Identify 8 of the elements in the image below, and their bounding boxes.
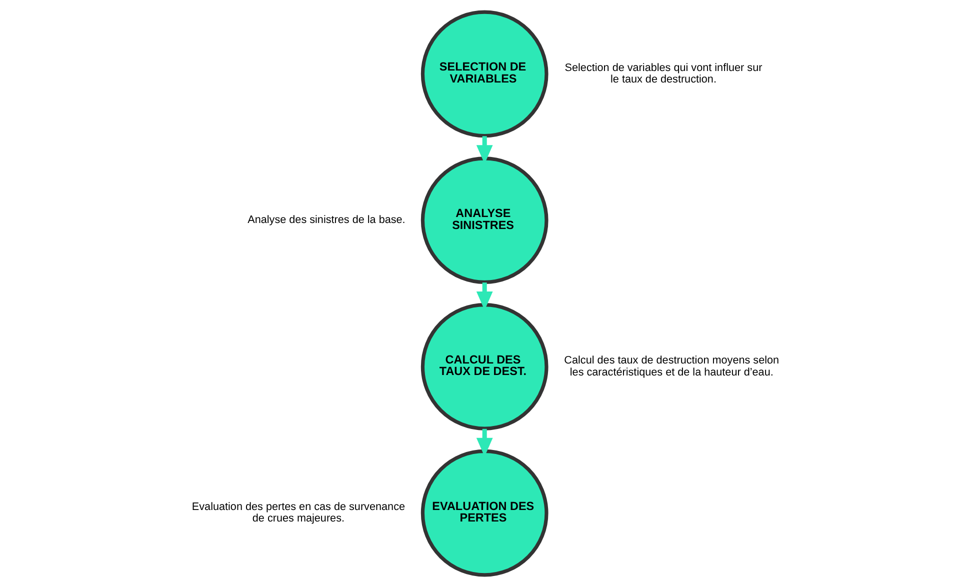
- node-circle: EVALUATION DES PERTES: [420, 449, 548, 577]
- node-label: Evaluation des pertes en cas de survenance de crues majeures.: [191, 500, 405, 525]
- node-circle: CALCUL DES TAUX DE DEST.: [420, 302, 548, 430]
- node-label: Analyse des sinistres de la base.: [247, 214, 405, 226]
- node-label: Calcul des taux de destruction moyens selon les caractéristiques et de la hauteur d’eau.: [564, 354, 779, 378]
- node-circle: ANALYSE SINISTRES: [420, 156, 548, 284]
- node-label: Selection de variables qui vont influer sur le taux de destruction.: [564, 62, 762, 86]
- node-circle: SELECTION DE VARIABLES: [420, 10, 548, 138]
